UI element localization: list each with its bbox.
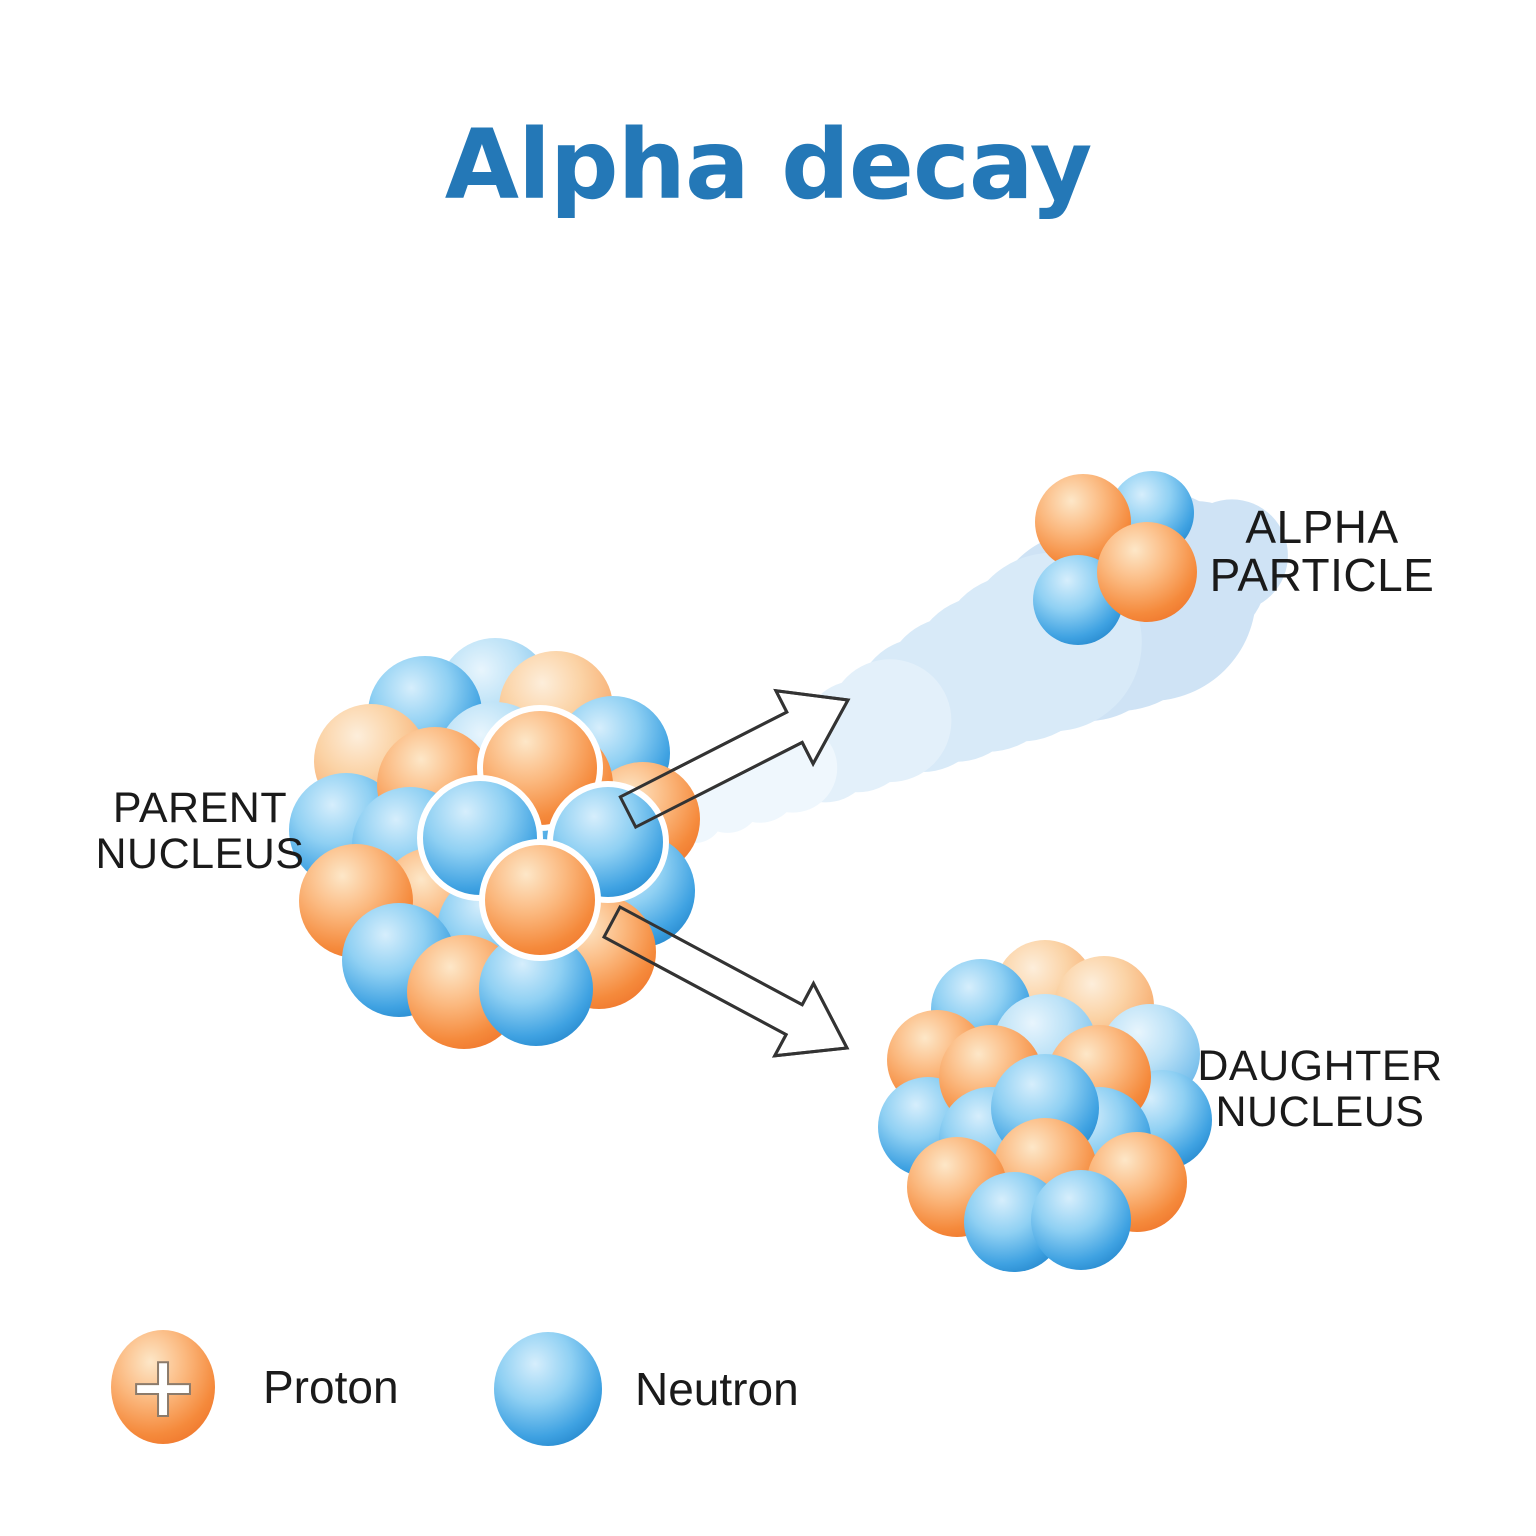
arrow-to-daughter-nucleus-outline: [601, 904, 850, 1058]
alpha-emission-trail: [667, 489, 1288, 843]
alpha-particle-label: ALPHA PARTICLE: [1210, 503, 1435, 599]
arrow-to-alpha-particle-outline: [618, 688, 851, 830]
alpha-particle-label-line2: PARTICLE: [1209, 549, 1435, 601]
daughter-nucleus-label-line1: DAUGHTER: [1197, 1042, 1443, 1090]
arrows-outline: [601, 688, 851, 1058]
daughter-nucleus-label: DAUGHTER NUCLEUS: [1197, 1043, 1442, 1135]
daughter-nucleus-label-line2: NUCLEUS: [1215, 1088, 1425, 1136]
proton-legend-label: Proton: [263, 1361, 399, 1413]
alpha-particle-label-line1: ALPHA: [1245, 501, 1399, 553]
alpha-particle: [1033, 471, 1197, 645]
daughter-nucleus: [878, 940, 1212, 1272]
plus-icon: +: [127, 1337, 199, 1437]
neutron-legend-sphere: [494, 1332, 602, 1446]
parent-nucleus-label: PARENT NUCLEUS: [96, 785, 305, 877]
parent-nucleus-label-line2: NUCLEUS: [95, 830, 305, 878]
proton-legend-sphere: [111, 1330, 215, 1444]
diagram-title: Alpha decay: [444, 109, 1093, 221]
neutron-legend-label: Neutron: [635, 1363, 799, 1415]
parent-nucleus: [289, 638, 700, 1049]
parent-nucleus-label-line1: PARENT: [112, 784, 288, 832]
legend: +: [111, 1330, 602, 1446]
